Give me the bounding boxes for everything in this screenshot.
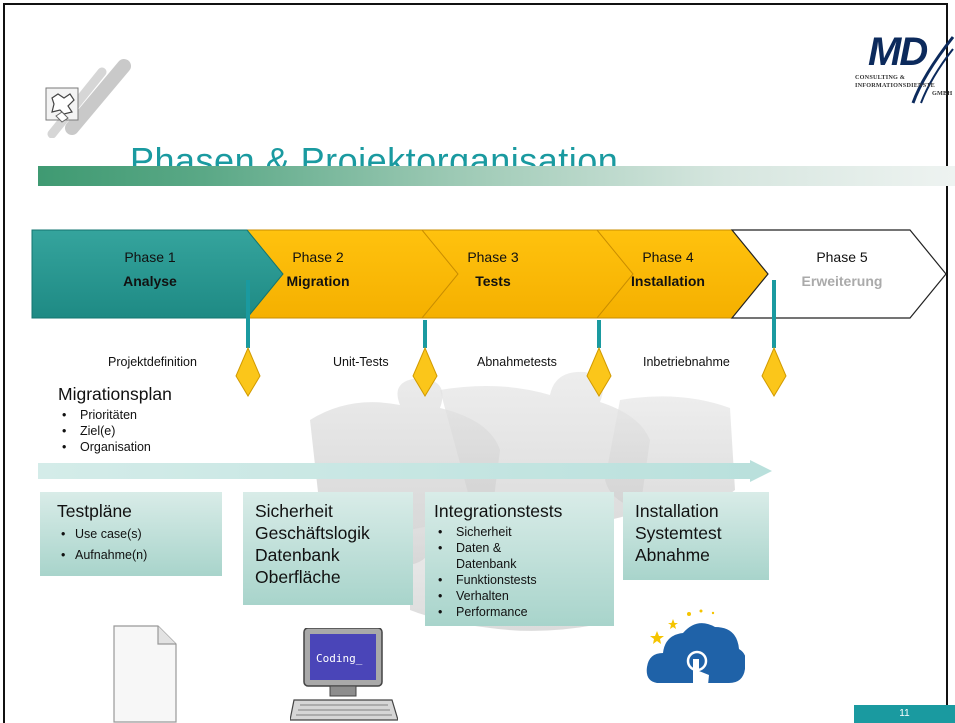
integrationstests-item: Sicherheit [434,524,554,540]
phase-2-text: Phase 2 Migration [248,245,388,293]
phase-2-name: Migration [286,273,350,289]
phase-5-name: Erweiterung [801,273,883,289]
milestone-label-2: Unit-Tests [333,355,389,369]
integrationstests-item: Verhalten [434,588,554,604]
integrationstests-list: Sicherheit Daten & Datenbank Funktionste… [434,524,554,620]
installation-line-1: Installation [635,501,719,521]
migration-line-1: Sicherheit [255,501,333,521]
milestone-label-4: Inbetriebnahme [643,355,730,369]
logo-swoosh-icon [911,36,955,104]
migrationsplan-title: Migrationsplan [58,384,172,404]
phase-3-number: Phase 3 [467,249,519,265]
installation-line-3: Abnahme [635,545,710,565]
page-number: 11 [854,705,955,723]
blank-document-icon [113,625,177,723]
testplaene-item: Use case(s) [57,524,222,544]
phase-5-chevron [730,229,947,319]
migrationsplan-list: Prioritäten Ziel(e) Organisation [58,407,258,455]
milestone-diamond-4 [761,346,787,397]
installation-line-2: Systemtest [635,523,722,543]
migration-line-3: Datenbank [255,545,340,565]
milestone-label-3: Abnahmetests [477,355,557,369]
milestone-markers [235,280,787,397]
migrationsplan-item: Ziel(e) [58,423,258,439]
phase-3-text: Phase 3 Tests [423,245,563,293]
phase-5-text: Phase 5 Erweiterung [772,245,912,293]
phase-1-number: Phase 1 [124,249,176,265]
logo-line-3: GMBH [932,90,953,97]
computer-icon: Coding_ [290,628,398,721]
migration-line-4: Oberfläche [255,567,341,587]
milestone-diamond-2 [412,346,438,397]
phase-4-text: Phase 4 Installation [598,245,738,293]
integrationstests-box: Integrationstests Sicherheit Daten & Dat… [425,492,614,626]
computer-screen-text: Coding_ [316,652,363,665]
phase-3-name: Tests [475,273,511,289]
company-logo: MD CONSULTING & INFORMATIONSDIENSTE GMBH [850,30,955,108]
testplaene-box: Testpläne Use case(s) Aufnahme(n) [40,492,222,576]
logo-line-2: INFORMATIONSDIENSTE [855,82,936,89]
testplaene-list: Use case(s) Aufnahme(n) [57,524,222,566]
phase-4-name: Installation [631,273,705,289]
phase-4-number: Phase 4 [642,249,694,265]
integrationstests-item: Performance [434,604,554,620]
testplaene-title: Testpläne [57,501,132,521]
puzzle-slide-icon [45,59,131,138]
phase-2-number: Phase 2 [292,249,344,265]
phase-5-number: Phase 5 [816,249,868,265]
title-underline-bar [38,166,955,186]
migrationsplan-item: Prioritäten [58,407,258,423]
cloud-touch-icon [646,609,745,695]
phase-chevron-row [31,229,947,319]
migrationsplan-item: Organisation [58,439,258,455]
milestone-diamond-3 [586,346,612,397]
installation-box: Installation Systemtest Abnahme [623,492,769,580]
logo-mark: MD [868,30,928,74]
milestone-label-1: Projektdefinition [108,355,197,369]
integrationstests-item: Daten & Datenbank [434,540,554,572]
integrationstests-title: Integrationstests [434,501,563,521]
milestone-diamond-1 [235,346,261,397]
slide-frame [3,3,948,723]
timeline-arrow [38,460,772,482]
migration-line-2: Geschäftslogik [255,523,370,543]
phase-1-name: Analyse [123,273,177,289]
phase-1-text: Phase 1 Analyse [80,245,220,293]
logo-line-1: CONSULTING & [855,74,906,81]
integrationstests-item: Funktionstests [434,572,554,588]
migration-box: Sicherheit Geschäftslogik Datenbank Ober… [243,492,413,605]
testplaene-item: Aufnahme(n) [57,544,222,566]
